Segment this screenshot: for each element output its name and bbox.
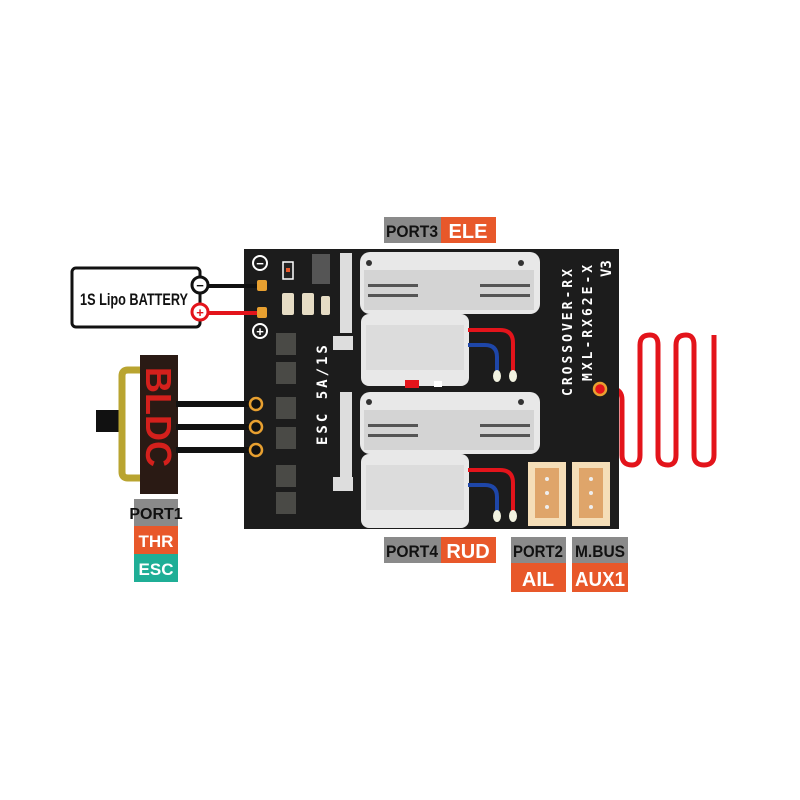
- port4-name: PORT4: [386, 542, 438, 561]
- motor-bracket: [118, 366, 140, 482]
- plus-mark-icon: [252, 323, 268, 339]
- regulator-chip: [312, 254, 330, 284]
- battery-negative-terminal-icon: [190, 275, 210, 295]
- battery-positive-terminal-icon: [190, 302, 210, 322]
- servo-elevator: [333, 252, 540, 386]
- mbus-func: AUX1: [575, 569, 625, 591]
- port4-func: RUD: [446, 541, 489, 563]
- battery-minus: −: [196, 278, 204, 293]
- motor-shaft: [96, 410, 124, 432]
- esc-mosfets: [276, 333, 296, 514]
- esc-label: ESC 5A/1S: [315, 342, 331, 445]
- status-led: [405, 380, 419, 388]
- board-minus-mark: −: [256, 256, 264, 271]
- port2-func: AIL: [522, 569, 554, 591]
- antenna-wire: [600, 332, 717, 468]
- board-version: V3: [599, 260, 615, 277]
- battery-label: 1S Lipo BATTERY: [80, 290, 188, 309]
- mbus-label-group: M.BUS AUX1: [572, 537, 628, 592]
- capacitor: [302, 293, 314, 315]
- port1-func-thr: THR: [139, 532, 174, 551]
- antenna-pad: [592, 381, 608, 397]
- mbus-name: M.BUS: [575, 542, 625, 561]
- capacitor: [282, 293, 294, 315]
- port2-connector: [528, 462, 566, 526]
- port2-name: PORT2: [513, 542, 563, 561]
- smd-component: [434, 381, 442, 387]
- motor-label: BLDC: [138, 367, 179, 467]
- port3-name: PORT3: [386, 222, 438, 241]
- motor-pads: [248, 396, 264, 458]
- motor-body: [140, 355, 178, 494]
- port3-label-group: PORT3 ELE: [384, 217, 496, 243]
- board-name-line2: MXL-RX62E-X: [581, 262, 596, 381]
- port1-name: PORT1: [129, 506, 182, 523]
- battery-positive-pad: [257, 307, 267, 318]
- port1-label-group: PORT1 THR ESC: [129, 499, 183, 582]
- port4-label-group: PORT4 RUD: [384, 537, 496, 563]
- battery-box: [70, 266, 202, 329]
- battery-negative-pad: [257, 280, 267, 291]
- motor-wires: [176, 401, 254, 453]
- port1-func-esc: ESC: [139, 560, 174, 579]
- port2-label-group: PORT2 AIL: [511, 537, 566, 592]
- battery-plus: +: [196, 305, 204, 320]
- mbus-connector: [572, 462, 610, 526]
- minus-mark-icon: [252, 255, 268, 271]
- capacitor: [321, 296, 330, 315]
- board-name-line1: CROSSOVER-RX: [561, 266, 576, 396]
- board-plus-mark: +: [256, 324, 264, 339]
- servo-rudder: [333, 392, 540, 528]
- port3-func: ELE: [449, 221, 488, 243]
